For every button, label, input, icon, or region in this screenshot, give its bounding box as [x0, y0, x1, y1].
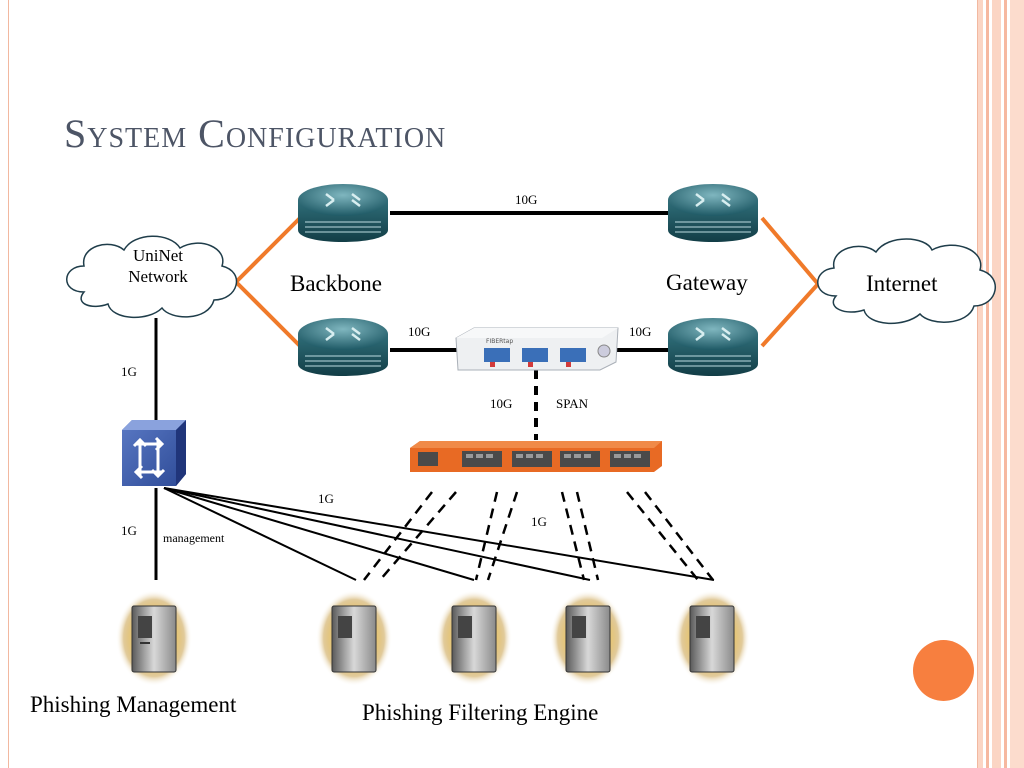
switch-device	[122, 420, 186, 486]
span-label: SPAN	[556, 396, 589, 411]
broker-engines-speed-label: 1G	[531, 514, 547, 529]
cloud-internet	[817, 238, 997, 325]
slide-frame	[8, 0, 978, 768]
router-backbone-bottom	[298, 318, 388, 376]
decorative-stripe	[1004, 0, 1007, 768]
cloud-switch-speed-label: 1G	[121, 364, 137, 379]
decorative-stripe	[992, 0, 1001, 768]
slide-title: System Configuration	[64, 111, 447, 156]
link-gateway-internet-top	[760, 216, 820, 286]
packet-broker-device	[410, 441, 662, 472]
server-engine-2	[436, 590, 512, 686]
link-gateway-internet-bottom	[760, 282, 820, 348]
server-phishing-management	[116, 590, 192, 686]
switch-fanout	[163, 487, 715, 581]
gateway-label: Gateway	[666, 270, 748, 295]
switch-mgmt-speed-label: 1G	[121, 523, 137, 538]
server-engine-4	[674, 590, 750, 686]
link-cloud-backbone-bottom	[234, 280, 302, 348]
cloud-uninet-line1: UniNet	[132, 246, 184, 265]
tap-brand-label: FIBERtap	[486, 338, 513, 345]
link-switch-engine2	[163, 487, 475, 581]
management-link-label: management	[163, 531, 225, 545]
link-cloud-backbone-top	[234, 216, 302, 284]
link-switch-engine3	[163, 487, 591, 581]
router-gateway-top	[668, 184, 758, 242]
fiber-tap-device: FIBERtap	[455, 327, 619, 371]
cloud-internet-label: Internet	[866, 271, 938, 296]
decorative-orange-circle	[913, 640, 974, 701]
link-switch-engine4	[163, 487, 715, 581]
black-links	[154, 211, 670, 580]
router-backbone-top	[298, 184, 388, 242]
broker-dashed-links	[363, 491, 714, 581]
cloud-uninet-label: UniNet Network	[106, 245, 210, 287]
server-engine-1	[316, 590, 392, 686]
decorative-stripe	[1010, 0, 1024, 768]
span-speed-label: 10G	[490, 396, 513, 411]
switch-engines-speed-label: 1G	[318, 491, 334, 506]
phishing-management-label: Phishing Management	[30, 692, 237, 717]
cloud-uninet	[66, 235, 238, 319]
router-gateway-bottom	[668, 318, 758, 376]
decorative-stripe	[978, 0, 983, 768]
phishing-filtering-engine-label: Phishing Filtering Engine	[362, 700, 599, 725]
tap-left-label: 10G	[408, 324, 431, 339]
cloud-uninet-line2: Network	[128, 267, 188, 286]
decorative-stripe	[986, 0, 989, 768]
top-link-label: 10G	[515, 192, 538, 207]
orange-links	[234, 216, 820, 348]
server-engine-3	[550, 590, 626, 686]
backbone-label: Backbone	[290, 271, 382, 296]
link-switch-engine1	[163, 487, 357, 581]
tap-right-label: 10G	[629, 324, 652, 339]
